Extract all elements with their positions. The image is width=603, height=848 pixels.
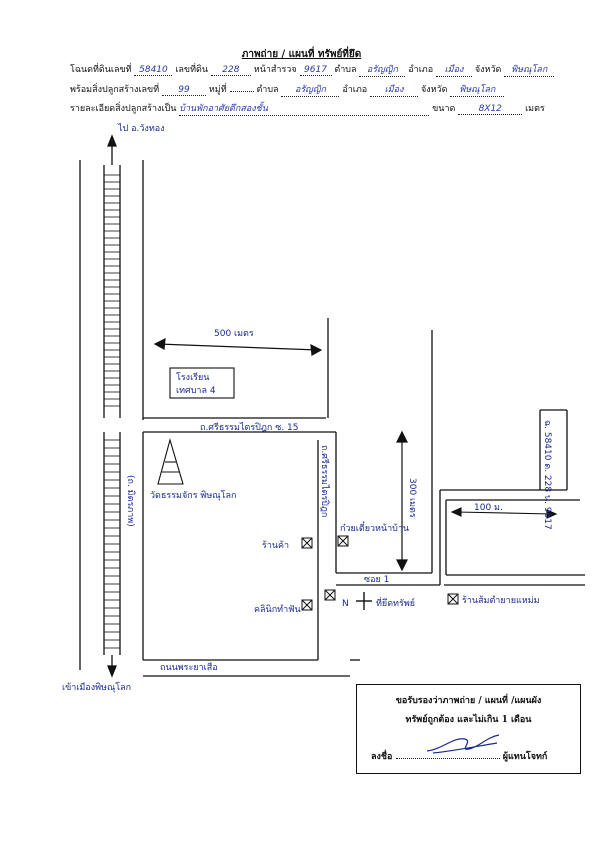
deed-row: โฉนดที่ดินเลขที่ 58410 เลขที่ดิน 228 หน้… (70, 62, 555, 77)
certification-box: ขอรับรองว่าภาพถ่าย / แผนที่ /แผนผัง ทรัพ… (356, 684, 581, 774)
page-title: ภาพถ่าย / แผนที่ ทรัพย์ที่ยึด (241, 49, 362, 60)
moo-number (229, 91, 254, 92)
district-value-2: เมือง (370, 82, 419, 97)
province-label-1: จังหวัด (474, 65, 502, 75)
subdistrict-label-2: ตำบล (256, 85, 279, 95)
province-value-2: พิษณุโลก (450, 82, 505, 97)
label-right-shop: ร้านส้มตำยายแหม่ม (462, 595, 540, 606)
label-to-north: ไป อ.วังทอง (117, 123, 165, 134)
label-deed-mark: ฉ. 58410 ด. 228 น. 9617 (542, 420, 552, 530)
main-road-arrows (107, 134, 117, 678)
moo-label: หมู่ที่ (208, 85, 227, 95)
north-arrow-icon (107, 134, 117, 147)
distance-100-arrow (450, 507, 558, 519)
south-arrow-icon (107, 665, 117, 678)
survey-number: 9617 (299, 65, 332, 76)
subdistrict-value-2: อรัญญิก (281, 82, 340, 97)
size-value: 8X12 (458, 104, 523, 115)
label-clinic: คลินิกทำฟัน (254, 604, 301, 615)
land-number: 228 (210, 65, 251, 76)
distance-300-arrow (396, 430, 408, 572)
label-shop-1: ร้านค้า (262, 540, 289, 551)
certification-line-1: ขอรับรองว่าภาพถ่าย / แผนที่ /แผนผัง (395, 696, 542, 706)
school-box (169, 367, 235, 399)
label-500m: 500 เมตร (214, 329, 254, 339)
label-soi-road: ถ.ศรีธรรมไตรปิฎก (319, 445, 330, 517)
label-bottom-road: ถนนพระยาเสือ (160, 662, 218, 673)
map-markers (301, 535, 459, 611)
label-school-2: เทศบาล 4 (176, 386, 216, 396)
detail-label: รายละเอียดสิ่งปลูกสร้างเป็น (70, 104, 177, 114)
building-row: พร้อมสิ่งปลูกสร้างเลขที่ 99 หมู่ที่ ตำบล… (70, 82, 505, 97)
deed-number: 58410 (134, 65, 173, 76)
signer-role: ผู้แทนโจทก์ (502, 752, 548, 762)
district-value-1: เมือง (436, 62, 473, 77)
target-marker-icon (356, 592, 372, 610)
label-school-1: โรงเรียน (176, 372, 209, 383)
label-100m: 100 ม. (474, 503, 503, 513)
certification-line-2: ทรัพย์ถูกต้อง และไม่เกิน 1 เดือน (405, 715, 532, 725)
land-label: เลขที่ดิน (175, 65, 209, 75)
label-temple: วัดธรรมจักร พิษณุโลก (150, 490, 236, 501)
label-main-road: (ถ. มิตรภาพ) (125, 475, 136, 527)
label-target: ที่ยึดทรัพย์ (376, 596, 415, 609)
deed-label: โฉนดที่ดินเลขที่ (70, 65, 132, 75)
signature-row: ลงชื่อ ผู้แทนโจทก์ (371, 749, 547, 763)
label-road-15: ถ.ศรีธรรมไตรปิฎก ซ. 15 (200, 422, 299, 433)
survey-label: หน้าสำรวจ (253, 65, 297, 75)
sign-label: ลงชื่อ (371, 752, 393, 762)
label-shop-2: ก๋วยเตี๋ยวหน้าบ้าน (340, 521, 409, 534)
rail-ties (104, 174, 120, 649)
temple-icon (157, 437, 184, 485)
district-label-2: อำเภอ (342, 85, 368, 95)
district-label-1: อำเภอ (408, 65, 434, 75)
signature-line (395, 758, 500, 759)
label-300m: 300 เมตร (407, 478, 417, 518)
label-soi-1: ซอย 1 (364, 575, 389, 585)
detail-value: บ้านพักอาศัยตึกสองชั้น (179, 101, 430, 116)
distance-500-arrow (153, 337, 323, 356)
map-roads (79, 160, 585, 677)
size-label: ขนาด (432, 104, 456, 114)
size-unit: เมตร (525, 104, 545, 114)
handwritten-signature (426, 734, 500, 754)
subdistrict-label-1: ตำบล (334, 65, 357, 75)
subdistrict-value-1: อรัญญิก (359, 62, 406, 77)
label-north-n: N (342, 599, 349, 609)
building-number: 99 (162, 85, 206, 96)
province-label-2: จังหวัด (420, 85, 448, 95)
building-label: พร้อมสิ่งปลูกสร้างเลขที่ (70, 85, 160, 95)
label-to-city: เข้าเมืองพิษณุโลก (62, 682, 131, 693)
detail-row: รายละเอียดสิ่งปลูกสร้างเป็น บ้านพักอาศัย… (70, 101, 545, 116)
province-value-1: พิษณุโลก (504, 62, 555, 77)
